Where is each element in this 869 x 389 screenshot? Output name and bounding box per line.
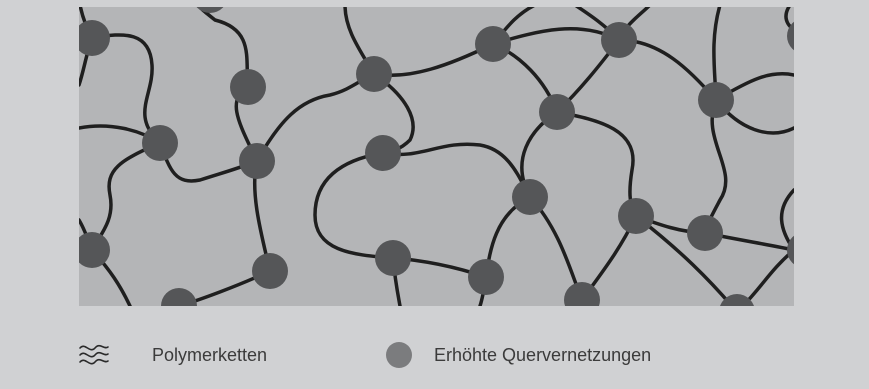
crosslink-node [687, 215, 723, 251]
crosslink-node [539, 94, 575, 130]
crosslink-node [601, 22, 637, 58]
crosslink-node [512, 179, 548, 215]
legend-item-crosslinks: Erhöhte Quervernetzungen [386, 330, 651, 380]
crosslink-node [375, 240, 411, 276]
crosslink-node [787, 235, 794, 265]
crosslink-node [142, 125, 178, 161]
filled-circle-icon [386, 342, 412, 368]
crosslink-node [365, 135, 401, 171]
polymer-chain [784, 7, 794, 33]
crosslink-node [239, 143, 275, 179]
crosslink-node [79, 20, 110, 56]
polymer-chain [90, 33, 162, 145]
polymer-chain [90, 141, 162, 252]
polymer-network-diagram [79, 7, 794, 306]
crosslink-node [356, 56, 392, 92]
diagram-panel [79, 7, 794, 306]
legend-label-polymer-chains: Polymerketten [152, 344, 268, 365]
crosslink-node [720, 294, 754, 306]
crosslink-node [230, 69, 266, 105]
polymer-chain [381, 142, 532, 199]
crosslink-nodes [79, 7, 794, 306]
crosslink-node [161, 288, 197, 306]
crosslink-node [787, 21, 794, 51]
legend-item-polymer-chains: Polymerketten [76, 330, 267, 380]
crosslink-node [252, 253, 288, 289]
wavy-lines-icon [79, 344, 109, 365]
legend-label-crosslinks: Erhöhte Quervernetzungen [434, 344, 652, 365]
crosslink-node [564, 282, 600, 306]
legend: Polymerketten Erhöhte Quervernetzungen [0, 330, 869, 380]
crosslink-node [698, 82, 734, 118]
polymer-chain [313, 151, 395, 260]
crosslink-node [79, 232, 110, 268]
crosslink-node [618, 198, 654, 234]
crosslink-node [196, 7, 224, 13]
crosslink-node [468, 259, 504, 295]
crosslink-node [475, 26, 511, 62]
